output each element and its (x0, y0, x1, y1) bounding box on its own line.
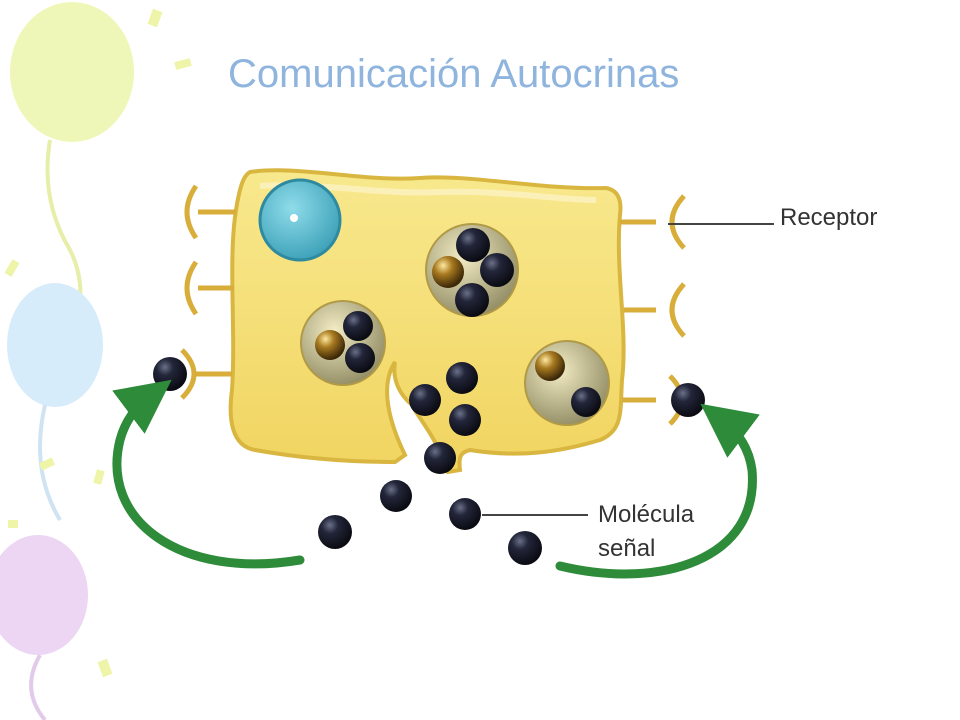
vesicle-molecule (480, 253, 514, 287)
receptor (669, 282, 686, 338)
molecule-label-line2: señal (598, 535, 656, 562)
arrow-left (112, 379, 305, 569)
vesicle-molecule (345, 343, 375, 373)
molecule-label-line1: Molécula (598, 501, 695, 528)
vesicle-molecule (432, 256, 464, 288)
vesicle-bottom-right (524, 340, 610, 426)
balloon-purple (0, 535, 88, 655)
receptor-label: Receptor (780, 204, 878, 231)
vesicle-top-right (425, 223, 519, 317)
nucleus (258, 178, 342, 262)
vesicle-molecule (343, 311, 373, 341)
released-signal-molecules (318, 362, 542, 565)
receptor (184, 184, 199, 240)
bound-signal-molecule (671, 383, 705, 417)
nucleolus (290, 214, 298, 222)
balloon-decoration (0, 2, 192, 720)
receptor (180, 348, 197, 400)
receptor (669, 194, 686, 250)
vesicle-molecule (571, 387, 601, 417)
vesicle-molecule (456, 228, 490, 262)
vesicle-molecule (455, 283, 489, 317)
vesicle-left (300, 300, 386, 386)
receptors-left (180, 184, 236, 400)
slide-title: Comunicación Autocrinas (228, 52, 680, 96)
arrow-right (555, 403, 760, 579)
vesicle-molecule (535, 351, 565, 381)
balloon-blue (7, 283, 103, 407)
balloon-string (29, 654, 47, 720)
bound-signal-molecule (153, 357, 187, 391)
vesicle-molecule (315, 330, 345, 360)
balloon-yellow (10, 2, 134, 142)
receptor (184, 260, 199, 316)
confetti (4, 8, 192, 678)
